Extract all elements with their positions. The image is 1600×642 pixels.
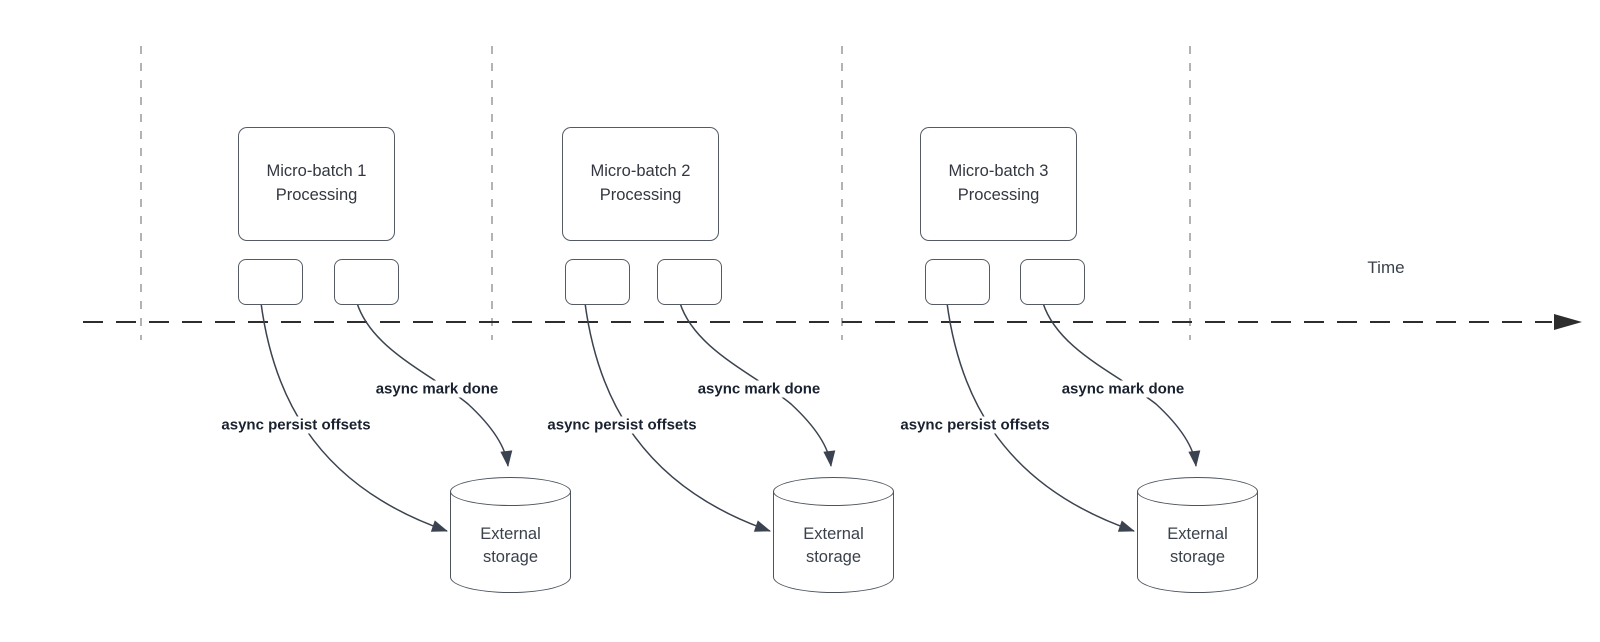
offset-task-box-3 <box>925 259 990 305</box>
storage-label-line: storage <box>805 548 862 566</box>
storage-label-line: External <box>480 524 541 543</box>
storage-label: External storage <box>1137 503 1258 589</box>
offset-task-box-2 <box>565 259 630 305</box>
cylinder-body <box>1137 491 1258 593</box>
cylinder-top-ellipse <box>773 477 894 506</box>
mark-task-box-1 <box>334 259 399 305</box>
node-label-line: Micro-batch 3 <box>948 162 1049 181</box>
time-axis-label: Time <box>1367 258 1405 277</box>
storage-label-line: storage <box>1169 548 1226 566</box>
node-label-line: Processing <box>599 186 682 204</box>
external-storage-cylinder-1: External storage <box>450 477 571 593</box>
offset-task-box-1 <box>238 259 303 305</box>
persist-offsets-label-2: async persist offsets <box>544 416 700 434</box>
cylinder-body <box>450 491 571 593</box>
storage-label-line: storage <box>482 548 539 566</box>
persist-offsets-label-1: async persist offsets <box>218 416 374 434</box>
storage-label-line: External <box>1167 524 1228 543</box>
node-label-line: Micro-batch 2 <box>590 162 691 181</box>
micro-batch-3-processing-node: Micro-batch 3 Processing <box>920 127 1077 241</box>
storage-label: External storage <box>450 503 571 589</box>
cylinder-body <box>773 491 894 593</box>
mark-task-box-3 <box>1020 259 1085 305</box>
persist-offsets-label-3: async persist offsets <box>897 416 1053 434</box>
external-storage-cylinder-3: External storage <box>1137 477 1258 593</box>
node-label-line: Micro-batch 1 <box>266 162 367 181</box>
cylinder-top-ellipse <box>1137 477 1258 506</box>
mark-done-label-2: async mark done <box>694 380 824 398</box>
node-label-line: Processing <box>275 186 358 204</box>
node-label-line: Processing <box>957 186 1040 204</box>
storage-label-line: External <box>803 524 864 543</box>
mark-done-label-1: async mark done <box>372 380 502 398</box>
micro-batch-2-processing-node: Micro-batch 2 Processing <box>562 127 719 241</box>
mark-done-label-3: async mark done <box>1058 380 1188 398</box>
external-storage-cylinder-2: External storage <box>773 477 894 593</box>
cylinder-top-ellipse <box>450 477 571 506</box>
mark-task-box-2 <box>657 259 722 305</box>
timeline-arrowhead-icon <box>1554 314 1582 330</box>
storage-label: External storage <box>773 503 894 589</box>
micro-batch-1-processing-node: Micro-batch 1 Processing <box>238 127 395 241</box>
